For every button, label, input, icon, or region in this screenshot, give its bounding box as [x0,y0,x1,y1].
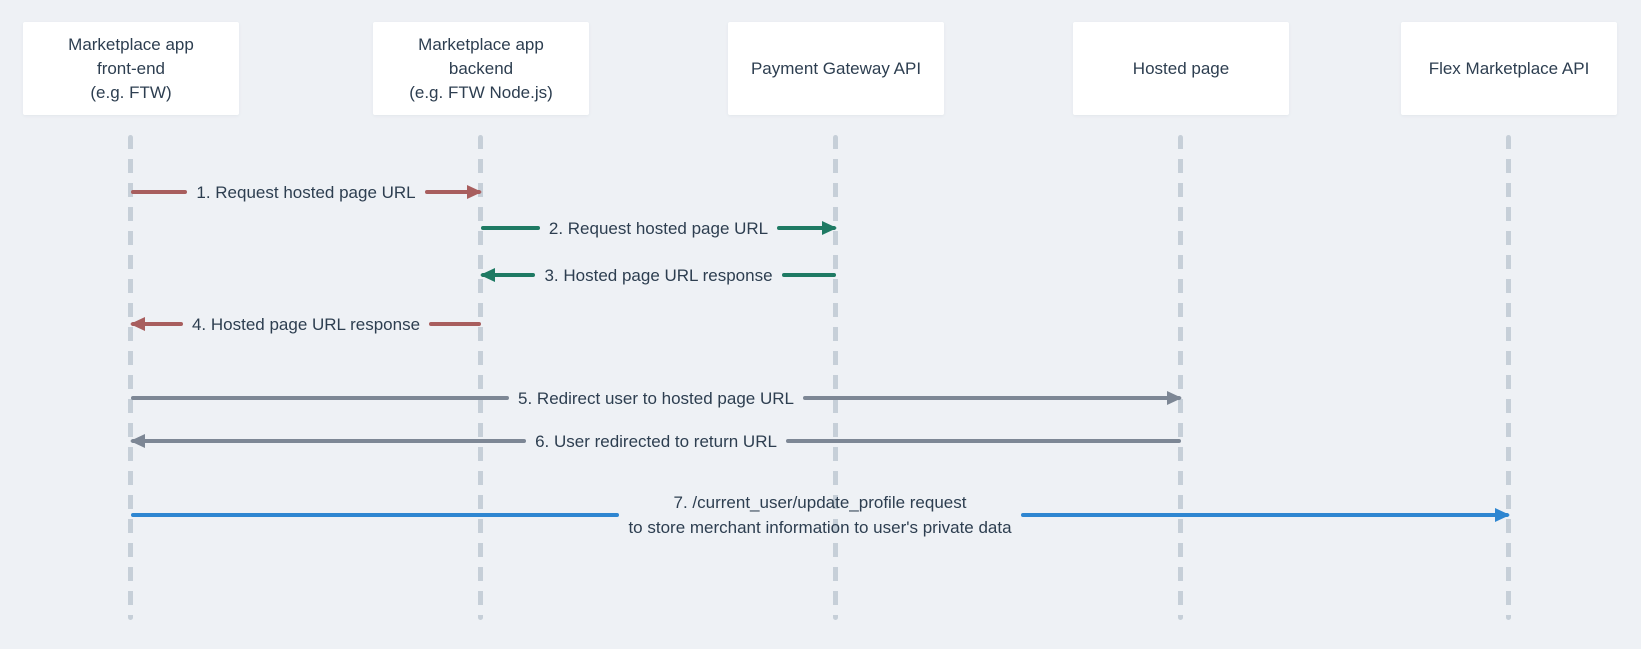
arrowhead-right-icon [1167,391,1182,405]
lifeline-payment-gateway-api [833,135,838,620]
actor-flex-marketplace-api: Flex Marketplace API [1401,22,1617,115]
message-label: 3. Hosted page URL response [544,265,773,285]
message-label: 7. /current_user/update_profile request … [628,493,1012,537]
arrow-line [1020,513,1510,517]
lifeline-flex-marketplace-api [1506,135,1511,620]
message-label: 2. Request hosted page URL [548,218,769,238]
lifeline-marketplace-backend [478,135,483,620]
actor-label: Payment Gateway API [750,58,922,78]
arrowhead-right-icon [822,221,837,235]
message-1-request-hosted-page-url: 1. Request hosted page URL [131,178,482,206]
lifeline-marketplace-frontend [128,135,133,620]
arrow-line [802,396,1181,400]
arrowhead-left-icon [480,268,495,282]
message-label: 5. Redirect user to hosted page URL [518,388,794,408]
message-3-hosted-page-url-response: 3. Hosted page URL response [480,261,837,289]
arrow-line [131,322,183,326]
message-4-hosted-page-url-response: 4. Hosted page URL response [130,310,482,338]
actor-label: Flex Marketplace API [1428,58,1590,78]
arrowhead-right-icon [467,185,482,199]
arrow-line [777,226,837,230]
actor-marketplace-frontend: Marketplace app front-end (e.g. FTW) [23,22,239,115]
arrow-line [424,190,482,194]
lifeline-hosted-page [1178,135,1183,620]
actor-payment-gateway-api: Payment Gateway API [728,22,944,115]
actor-hosted-page: Hosted page [1073,22,1289,115]
message-2-request-hosted-page-url: 2. Request hosted page URL [481,214,837,242]
arrow-line [785,439,1182,443]
message-5-redirect-user-to-hosted-page-url: 5. Redirect user to hosted page URL [131,384,1182,412]
arrow-line [429,322,482,326]
actor-label: Hosted page [1132,58,1230,78]
arrow-line [131,439,527,443]
arrow-line [781,273,837,277]
message-label: 4. Hosted page URL response [191,314,421,334]
arrowhead-left-icon [130,434,145,448]
actor-marketplace-backend: Marketplace app backend (e.g. FTW Node.j… [373,22,589,115]
arrowhead-left-icon [130,317,145,331]
actor-label: Marketplace app backend (e.g. FTW Node.j… [409,34,553,102]
arrow-line [481,273,536,277]
message-7-current-user-update-profile-request: 7. /current_user/update_profile request … [131,487,1510,543]
arrow-line [131,396,510,400]
arrowhead-right-icon [1495,508,1510,522]
arrow-line [131,513,620,517]
message-6-user-redirected-to-return-url: 6. User redirected to return URL [130,427,1182,455]
actor-label: Marketplace app front-end (e.g. FTW) [68,34,194,102]
message-label: 1. Request hosted page URL [196,182,416,202]
arrow-line [131,190,188,194]
message-label: 6. User redirected to return URL [535,431,777,451]
arrow-line [481,226,540,230]
